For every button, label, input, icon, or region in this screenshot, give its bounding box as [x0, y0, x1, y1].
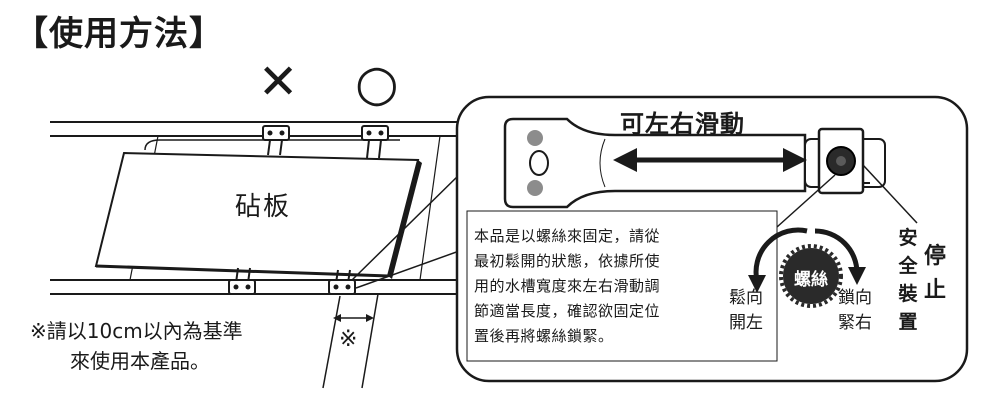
top-clip-left	[262, 125, 290, 156]
usage-note-line1: ※請以10cm以內為基準	[30, 319, 243, 343]
description-line: 節適當長度，確認欲固定位	[474, 302, 661, 320]
description-line: 本品是以螺絲來固定，請從	[474, 227, 661, 245]
top-clip-right	[361, 125, 389, 159]
tighten-label: 鎖向 緊右	[838, 288, 872, 333]
description-line: 最初鬆開的狀態，依據所使	[474, 252, 661, 270]
description-line: 用的水槽寬度來左右滑動調	[474, 277, 661, 295]
incorrect-mark-icon: ✕	[258, 54, 299, 110]
description-box	[466, 210, 778, 362]
screw-head-icon	[779, 244, 843, 308]
slide-label: 可左右滑動	[620, 110, 745, 138]
usage-note: ※請以10cm以內為基準 來使用本產品。	[30, 316, 243, 376]
description-text: 本品是以螺絲來固定，請從 最初鬆開的狀態，依據所使 用的水槽寬度來左右滑動調 節…	[474, 224, 714, 349]
grip-dot-top	[527, 130, 543, 146]
grip-dot-bottom	[527, 180, 543, 196]
stop-label: 停 止	[923, 244, 946, 303]
description-line: 置後再將螺絲鎖緊。	[474, 327, 614, 345]
bottom-clip-right	[328, 269, 356, 295]
correct-mark-icon: ○	[355, 54, 399, 112]
safety-device-label: 安 全 裝 置	[898, 227, 918, 333]
screw-label: 螺絲	[794, 269, 828, 290]
detail-panel	[455, 95, 969, 383]
board-label: 砧板	[235, 192, 292, 222]
page-title: 【使用方法】	[14, 14, 224, 54]
loosen-label: 鬆向 開左	[729, 288, 763, 333]
reference-mark: ※	[339, 327, 358, 352]
board-illustration	[50, 121, 468, 389]
bottom-clip-left	[228, 267, 256, 295]
usage-note-line2: 來使用本產品。	[70, 349, 210, 373]
